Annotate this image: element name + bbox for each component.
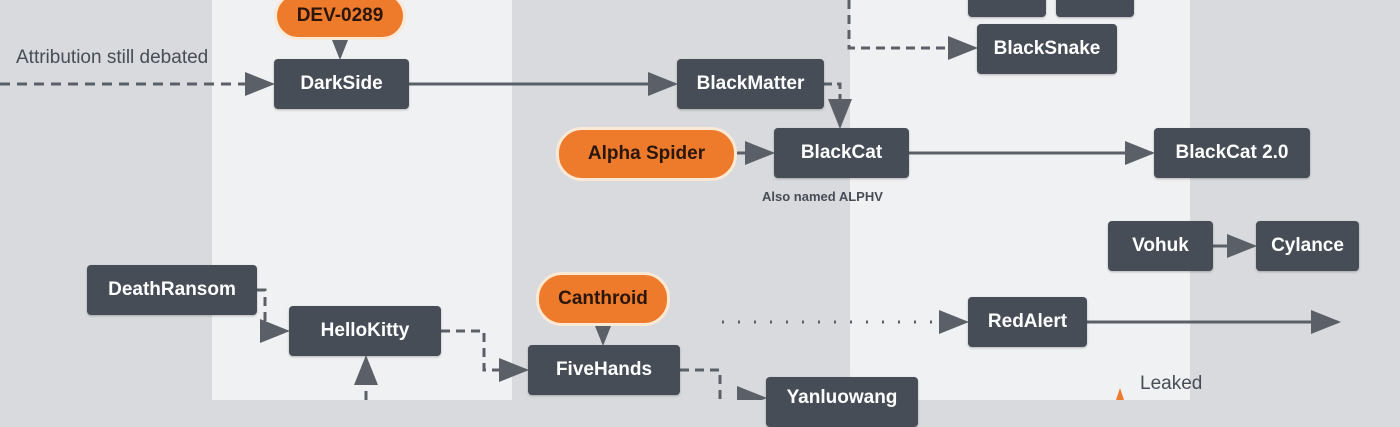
attribution-note: Attribution still debated <box>16 47 209 68</box>
node-blackmatter[interactable]: BlackMatter <box>677 59 824 109</box>
band-1 <box>0 0 212 400</box>
connectors <box>0 0 1341 400</box>
node-hellokitty[interactable]: HelloKitty <box>289 306 441 356</box>
node-fivehands[interactable]: FiveHands <box>528 345 680 395</box>
node-deathransom[interactable]: DeathRansom <box>87 265 257 315</box>
band-5 <box>1190 0 1400 400</box>
node-blackcat-2[interactable]: BlackCat 2.0 <box>1154 128 1310 178</box>
node-yanluowang[interactable]: Yanluowang <box>766 377 918 427</box>
leaked-marker-icon <box>1116 388 1124 400</box>
node-cylance[interactable]: Cylance <box>1256 221 1359 271</box>
node-onyx[interactable] <box>968 0 1046 17</box>
leaked-note: Leaked <box>1140 373 1203 394</box>
node-blacksnake[interactable]: BlackSnake <box>977 24 1117 74</box>
alphv-note: Also named ALPHV <box>762 189 883 204</box>
node-vohuk[interactable]: Vohuk <box>1108 221 1213 271</box>
node-partial[interactable] <box>1056 0 1134 17</box>
node-darkside[interactable]: DarkSide <box>274 59 409 109</box>
node-blackcat[interactable]: BlackCat <box>774 128 909 178</box>
group-dev-0289[interactable]: DEV-0289 <box>274 0 406 40</box>
group-canthroid[interactable]: Canthroid <box>536 272 670 326</box>
group-alpha-spider[interactable]: Alpha Spider <box>556 127 737 181</box>
node-redalert[interactable]: RedAlert <box>968 297 1087 347</box>
